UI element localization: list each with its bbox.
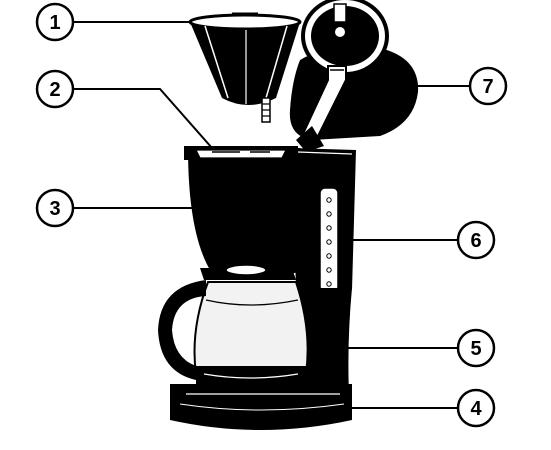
callout-5: 5 — [458, 330, 494, 366]
filter-basket — [190, 14, 300, 122]
callout-2: 2 — [37, 71, 73, 107]
callout-label-3: 3 — [49, 198, 60, 220]
callout-label-2: 2 — [49, 79, 60, 101]
callout-6: 6 — [458, 222, 494, 258]
callout-4: 4 — [458, 390, 494, 426]
callout-label-6: 6 — [470, 230, 481, 252]
callout-1: 1 — [37, 4, 73, 40]
callout-label-4: 4 — [470, 398, 482, 420]
callout-3: 3 — [37, 190, 73, 226]
leader-line-2 — [73, 89, 212, 148]
water-level-indicator — [320, 188, 338, 292]
callout-label-5: 5 — [470, 338, 481, 360]
callout-label-1: 1 — [49, 12, 60, 34]
callout-7: 7 — [470, 68, 506, 104]
carafe — [158, 265, 308, 389]
water-tank-lid — [290, 0, 418, 152]
hot-plate-base — [170, 384, 352, 430]
callout-label-7: 7 — [482, 76, 493, 98]
